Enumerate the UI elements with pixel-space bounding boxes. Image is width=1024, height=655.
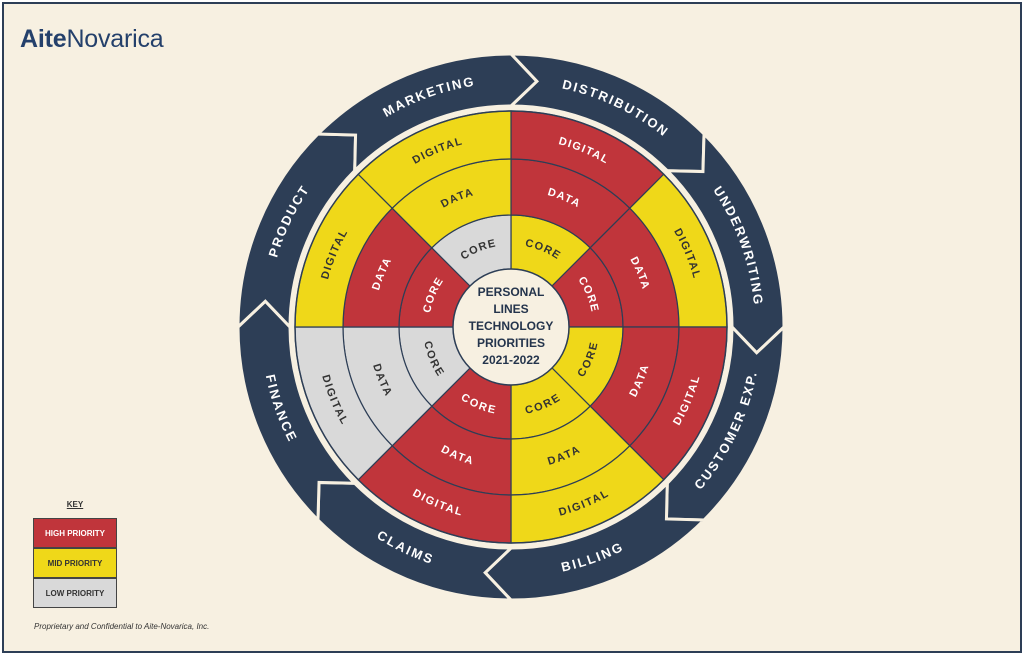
center-title-line: PERSONAL bbox=[478, 285, 545, 299]
center-title-line: LINES bbox=[493, 302, 528, 316]
key-title: KEY bbox=[66, 500, 84, 509]
key-low-label: LOW PRIORITY bbox=[45, 588, 105, 598]
center-title-line: 2021-2022 bbox=[482, 353, 540, 367]
key-low-priority: LOW PRIORITY bbox=[33, 578, 117, 608]
key-high-label: HIGH PRIORITY bbox=[44, 528, 105, 538]
logo-part-b: Novarica bbox=[66, 25, 164, 53]
inner-rings: COREDATADIGITALCOREDATADIGITALCOREDATADI… bbox=[294, 110, 728, 544]
priority-key: KEY HIGH PRIORITY MID PRIORITY LOW PRIOR… bbox=[33, 500, 117, 608]
key-mid-label: MID PRIORITY bbox=[47, 558, 103, 568]
key-high-priority: HIGH PRIORITY bbox=[33, 518, 117, 548]
center-hub: PERSONAL LINES TECHNOLOGY PRIORITIES 2021-20… bbox=[452, 268, 570, 386]
digital-ring-edge bbox=[294, 110, 728, 544]
function-segment-marketing bbox=[314, 52, 539, 175]
confidentiality-footer: Proprietary and Confidential to Aite-Nov… bbox=[34, 622, 210, 631]
company-logo: AiteNovarica bbox=[20, 24, 164, 54]
center-title-line: TECHNOLOGY bbox=[469, 319, 554, 333]
logo-part-a: Aite bbox=[20, 25, 67, 53]
key-mid-priority: MID PRIORITY bbox=[33, 548, 117, 578]
center-title-line: PRIORITIES bbox=[477, 336, 545, 350]
center-circle bbox=[452, 268, 570, 386]
